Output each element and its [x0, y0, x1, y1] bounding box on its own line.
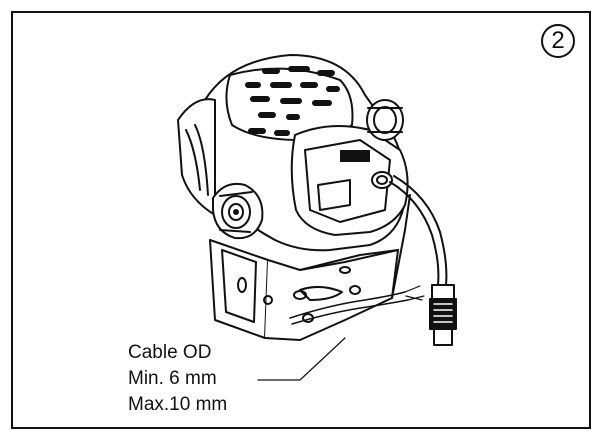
right-tilt-knob [366, 99, 404, 141]
callout-line-1: Cable OD [128, 342, 212, 363]
step-number-badge: 2 [541, 24, 575, 58]
cable-gland [371, 171, 393, 189]
callout-line-3: Max.10 mm [128, 394, 228, 415]
step-number: 2 [551, 27, 565, 54]
waterproof-connector [429, 284, 457, 346]
stripped-cable [289, 285, 425, 325]
callout-line-2: Min. 6 mm [128, 368, 217, 389]
cable-od-callout: Cable OD Min. 6 mm Max.10 mm [128, 340, 278, 418]
connector-plate [290, 125, 409, 236]
power-cable [389, 175, 448, 286]
callout-leader-line [257, 337, 346, 381]
ventilation-slots [245, 66, 340, 136]
mounting-bracket [209, 194, 411, 341]
left-tilt-knob [212, 182, 264, 240]
